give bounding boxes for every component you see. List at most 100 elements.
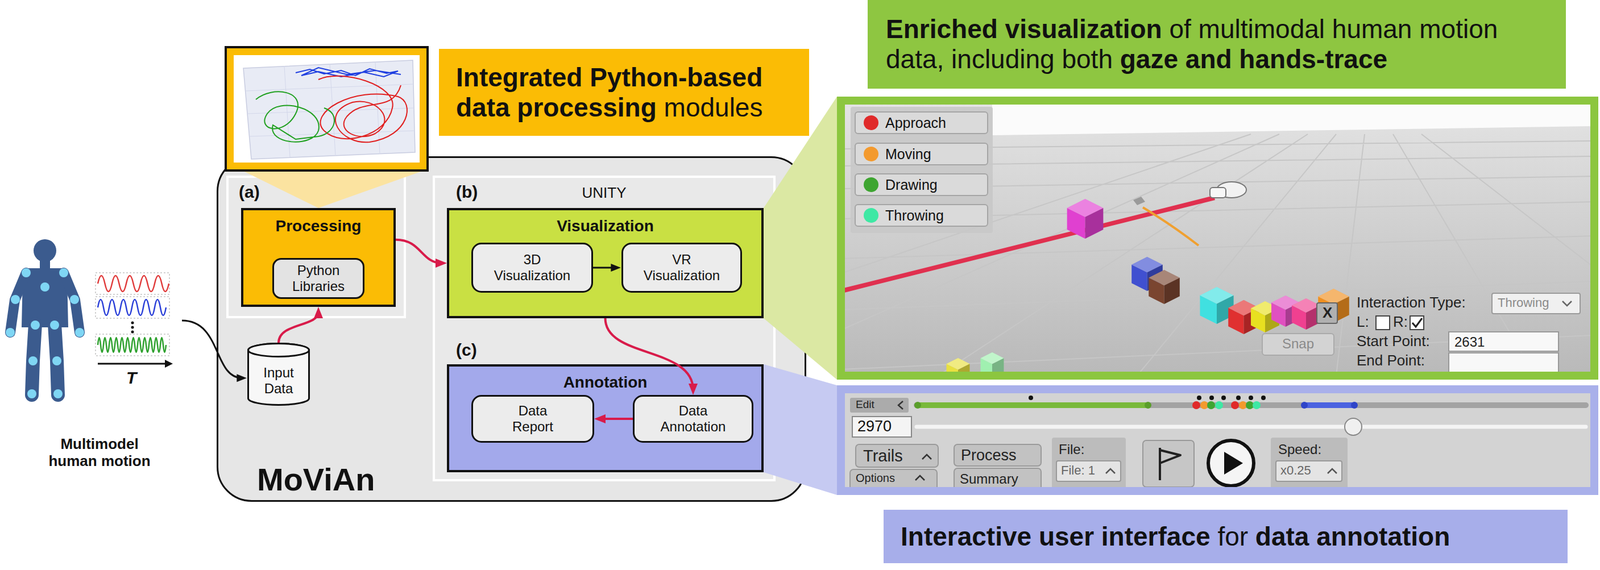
control-bar-part-part: [1159, 448, 1181, 481]
plot-thumbnail-part: [225, 47, 428, 171]
legend-text: Drawing: [885, 176, 938, 194]
button-label: Options: [855, 471, 895, 486]
control-bar-part-part: [1028, 395, 1266, 401]
callout-text: modules: [664, 92, 764, 123]
panel-tag: (b): [456, 182, 478, 203]
connector: [278, 312, 319, 343]
callout-box-shape: [438, 48, 810, 136]
library-box: Python Libraries: [272, 258, 365, 300]
control-bar-part-part-part: [1209, 395, 1214, 401]
scene-screenshot-part-part: [1067, 199, 1104, 239]
signal-traces-part: [131, 326, 135, 330]
control-bar-part-part: [1238, 401, 1247, 410]
control-bar-part-part: [1270, 437, 1348, 492]
callout-text: for: [1217, 521, 1249, 552]
legend-item: Moving: [854, 142, 989, 166]
control-bar-part-part: [914, 401, 922, 409]
panel-title: UNITY: [432, 184, 776, 202]
scene-screenshot-part-part: [1316, 303, 1338, 324]
source-caption: Multimodel human motion: [42, 436, 157, 471]
box-label: Data Annotation: [650, 403, 736, 435]
control-bar-part-part: [1224, 452, 1243, 475]
field-label: Interaction Type:: [1356, 294, 1466, 312]
scene-screenshot-part: [840, 100, 1595, 376]
scene-screenshot-part-part: [946, 358, 971, 376]
callout-text-block: Enriched visualization of multimodal hum…: [867, 14, 1566, 75]
callout-emphasis: Interactive user interface: [900, 521, 1211, 552]
control-bar-part-part-part: [1028, 395, 1034, 401]
callout-box-shape: [867, 0, 1566, 89]
cylinder-top: [248, 343, 310, 358]
scene-screenshot-part-part: [1562, 301, 1572, 306]
plot-thumbnail-part: [295, 67, 401, 77]
human-figure-part-part: [59, 268, 69, 278]
field-label: L:: [1356, 313, 1370, 331]
plot-thumbnail-part: [243, 60, 416, 160]
control-bar-part-part: [1056, 461, 1121, 482]
box-label: Data Report: [501, 403, 565, 435]
visualization-box: Visualization3D VisualizationVR Visualiz…: [446, 208, 764, 319]
control-bar-part-part: [954, 444, 1042, 467]
button-label: Process: [960, 446, 1017, 465]
scene-screenshot-part-part: [992, 100, 1595, 136]
control-bar-part-part: [855, 444, 939, 468]
connector: [395, 239, 442, 264]
human-figure-part-part: [10, 295, 20, 305]
signal-traces-part: [131, 330, 135, 334]
control-bar-part-part: [898, 401, 903, 410]
human-figure-part-part: [5, 328, 15, 338]
control-bar-part-part: [1207, 401, 1216, 410]
scene-screenshot-part-part: [850, 106, 993, 234]
human-figure-part-part: [27, 389, 37, 399]
human-figure: [5, 239, 85, 399]
zoom-funnel: [763, 96, 837, 380]
control-bar-part-part: [916, 425, 1586, 430]
control-bar-part-part: [915, 475, 925, 481]
field-label: R:: [1393, 313, 1408, 331]
human-figure-part-part: [52, 356, 62, 366]
panel-tag: (a): [238, 182, 260, 203]
field-label: Speed:: [1278, 441, 1322, 458]
control-bar-part-part: [922, 454, 932, 460]
signal-traces-part: [95, 272, 170, 295]
legend-text: Moving: [885, 146, 932, 163]
system-container: MoViAn(a)ProcessingPython LibrariesInput…: [216, 156, 807, 503]
axis-symbol: T: [126, 368, 137, 389]
scene-screenshot-part-part: [1375, 316, 1390, 330]
signal-traces-part: [95, 334, 170, 356]
box-label: 3D Visualization: [489, 251, 575, 284]
scene-screenshot-part-part: [1250, 301, 1280, 333]
scene-screenshot: [540, 100, 1600, 384]
human-figure-part-part: [33, 239, 57, 263]
processing-box: ProcessingPython Libraries: [241, 208, 396, 308]
scene-screenshot-part-part: [840, 100, 1595, 376]
library-box-shape: [273, 259, 364, 299]
control-bar-part-part: [852, 416, 912, 438]
field-label: End Point:: [1356, 352, 1425, 370]
scene-screenshot-part-part: [1410, 316, 1424, 330]
callout-box: Interactive user interface for data anno…: [883, 510, 1568, 564]
dropdown-value: Throwing: [1497, 295, 1549, 310]
cylinder-body: [248, 343, 310, 406]
control-bar-part-part: [1105, 469, 1115, 474]
panel-tag: (c): [456, 340, 478, 361]
callout-box: Integrated Python-based data processing …: [438, 48, 810, 136]
box-title: Annotation: [446, 373, 764, 392]
scene-screenshot-part-part: [1216, 181, 1247, 198]
signal-traces: [95, 272, 173, 368]
box-label: Input Data: [253, 365, 305, 397]
sub-box: VR Visualization: [621, 242, 743, 293]
legend-item: Drawing: [854, 173, 989, 197]
connector: [181, 320, 243, 379]
box-label: Python Libraries: [278, 262, 359, 294]
human-figure-part-part: [31, 324, 36, 396]
scene-screenshot-part-part: [1228, 300, 1260, 335]
control-bar: [840, 389, 1595, 495]
control-bar-part-part: [1051, 437, 1126, 492]
sub-box-shape: [472, 396, 594, 443]
control-bar-part-part: [1208, 440, 1254, 487]
control-bar-part-part: [1327, 469, 1337, 474]
human-figure-part: [5, 268, 85, 399]
